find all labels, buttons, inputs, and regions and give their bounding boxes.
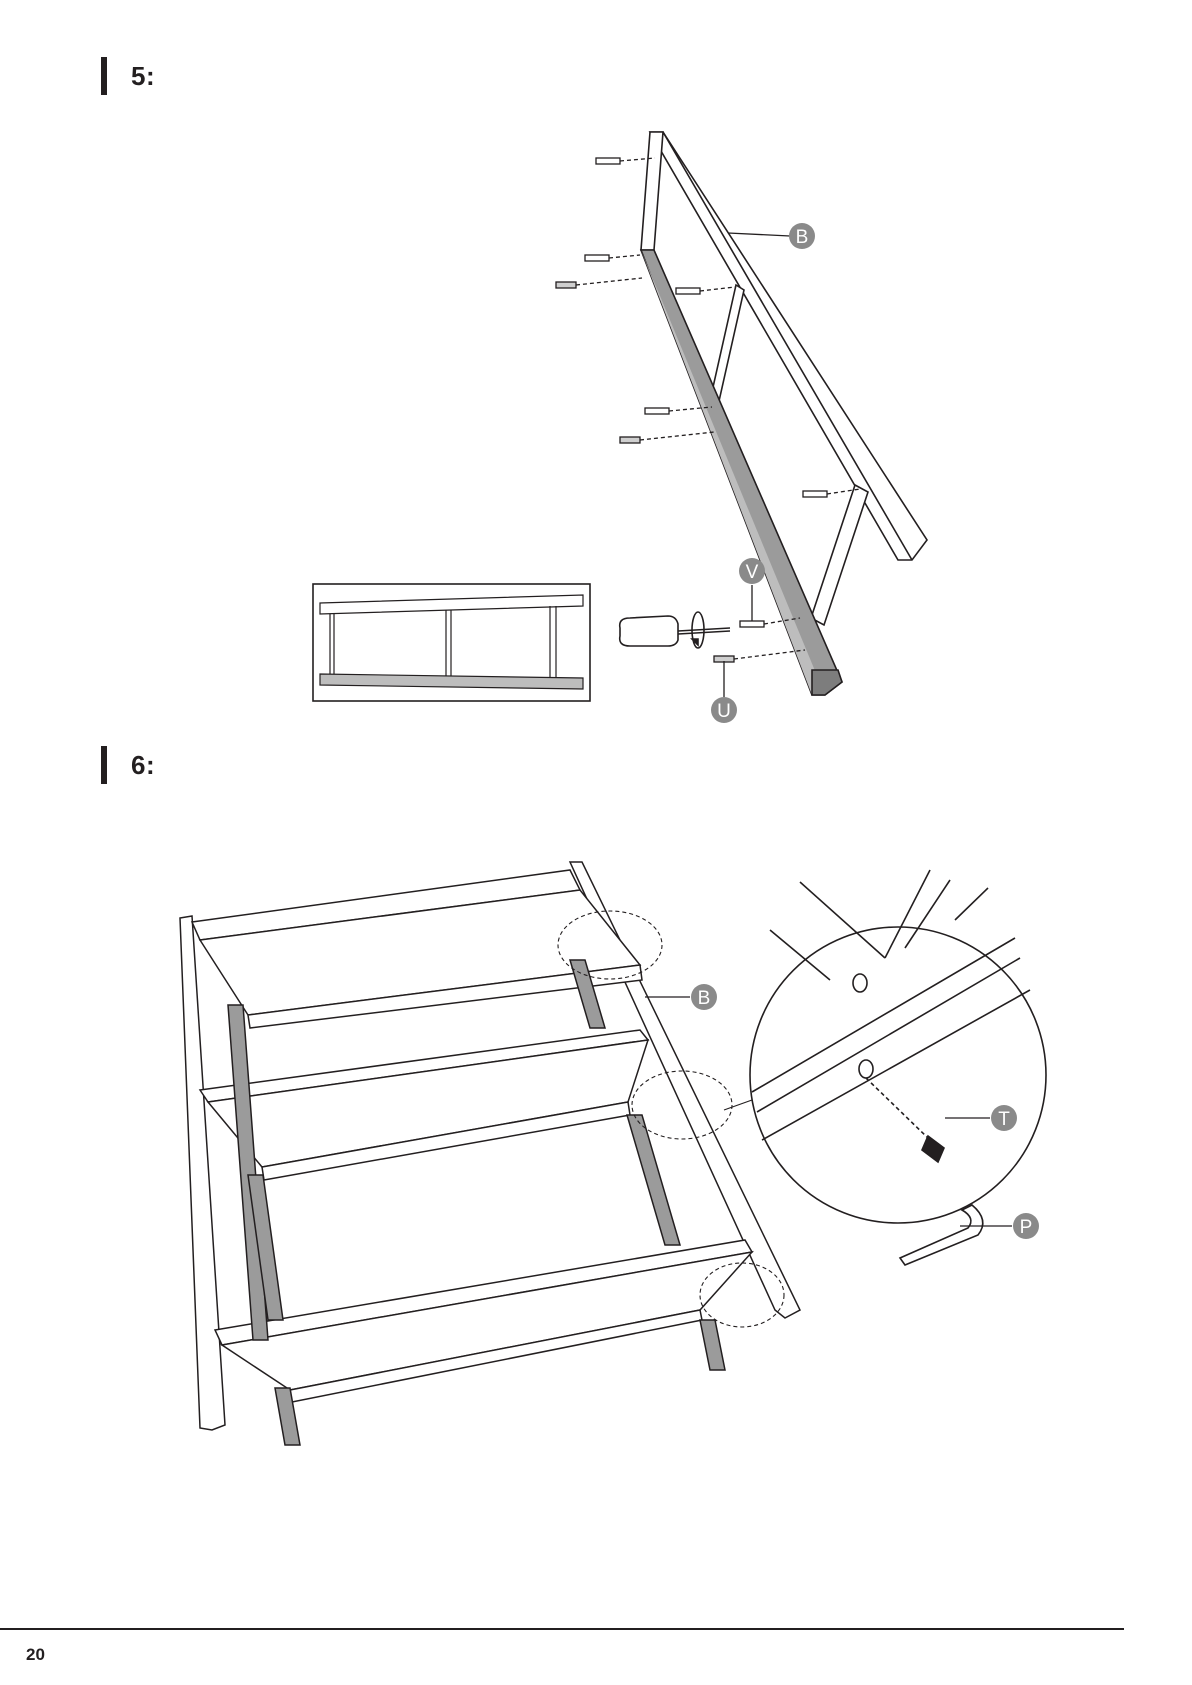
svg-text:V: V [746, 562, 759, 583]
callout-u: U [711, 697, 737, 723]
bolt-icon [585, 255, 640, 261]
callout-b: B [691, 984, 717, 1010]
dowel-icon [556, 278, 642, 288]
page-number: 20 [26, 1645, 45, 1665]
step-marker-bar [101, 746, 107, 784]
screwdriver-icon [620, 612, 730, 648]
callout-leader [728, 233, 790, 236]
callout-b: B [789, 223, 815, 249]
inset-frame-view [313, 584, 590, 701]
step-5-illustration: B V U [0, 0, 1192, 740]
svg-text:B: B [796, 227, 809, 248]
zoom-connector [724, 1100, 752, 1110]
callout-v: V [739, 558, 765, 584]
footer-rule [0, 1628, 1124, 1630]
svg-text:T: T [998, 1109, 1010, 1130]
svg-text:P: P [1020, 1217, 1033, 1238]
callout-t: T [991, 1105, 1017, 1131]
dowel-icon [620, 432, 714, 443]
callout-p: P [1013, 1213, 1039, 1239]
step-6-number: 6: [131, 750, 155, 781]
bolt-icon [596, 158, 655, 164]
svg-text:B: B [698, 988, 711, 1009]
dowel-icon [714, 650, 805, 662]
step-6-illustration: B T P [0, 840, 1192, 1460]
zoom-detail [750, 870, 1046, 1265]
step-6-header: 6: [101, 745, 155, 785]
shelf-unit [180, 862, 800, 1445]
frame-assembly [641, 132, 927, 695]
svg-text:U: U [717, 701, 731, 722]
bolt-icon [676, 287, 735, 294]
